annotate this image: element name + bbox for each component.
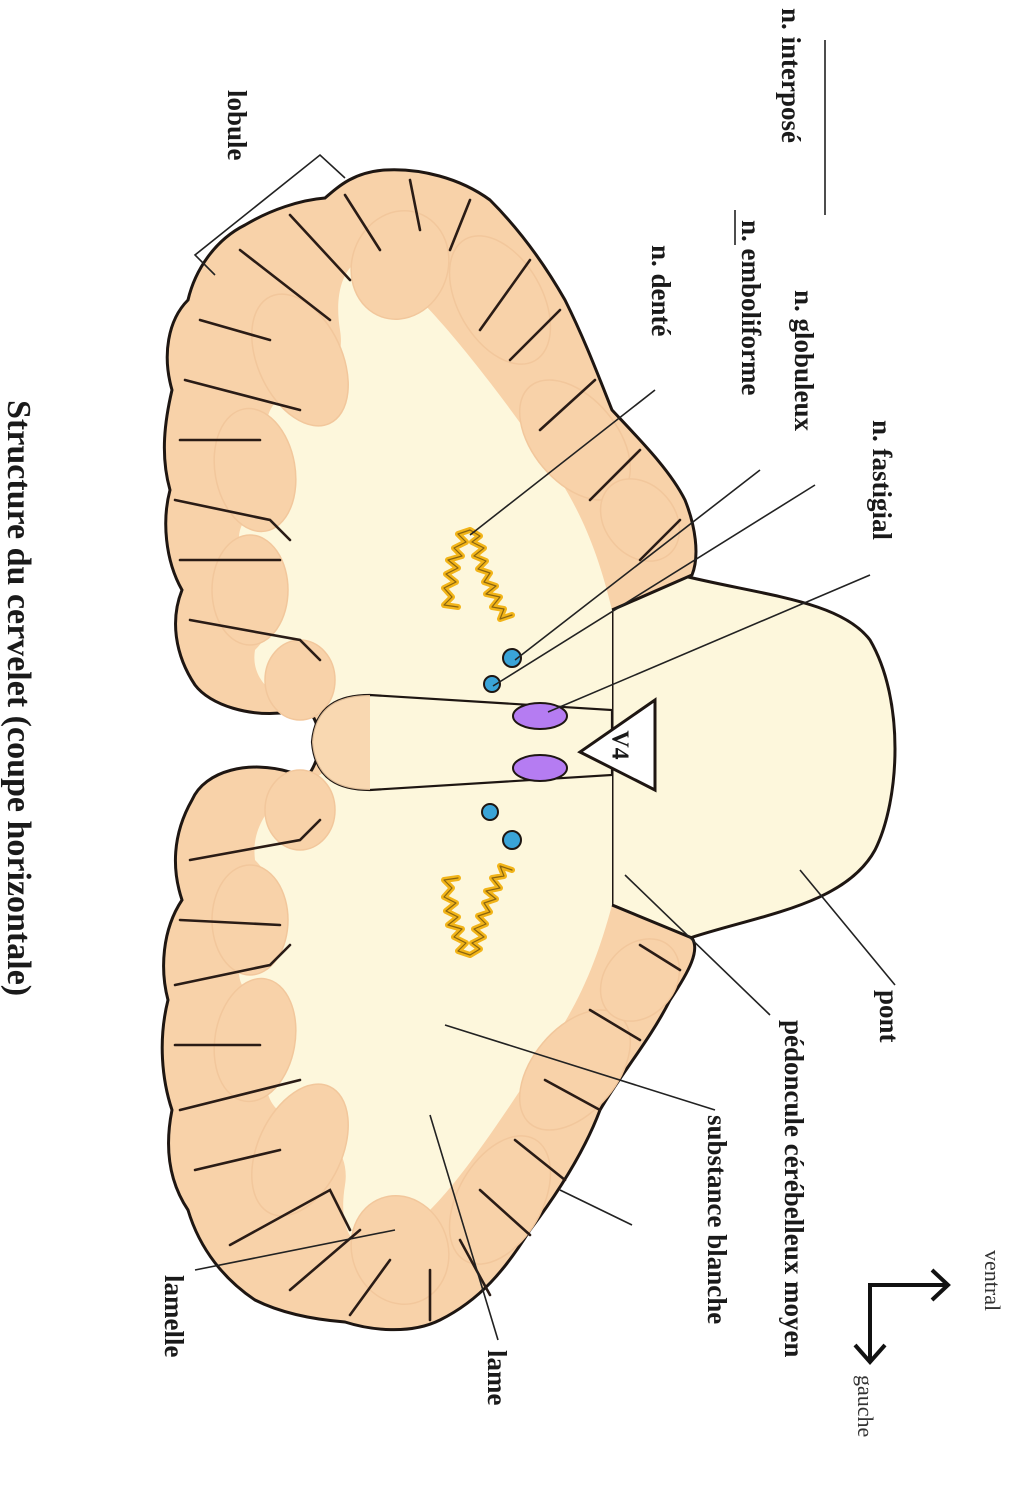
label-ventral: ventral bbox=[980, 1250, 1005, 1311]
label-n-globuleux: n. globuleux bbox=[789, 290, 819, 432]
label-lobule: lobule bbox=[222, 90, 252, 161]
v4-label: V4 bbox=[606, 730, 632, 759]
label-n-fastigial: n. fastigial bbox=[867, 420, 897, 541]
label-n-dente: n. denté bbox=[646, 245, 676, 337]
label-n-emboliforme: n. emboliforme bbox=[736, 220, 766, 395]
orientation-indicator: ventral gauche bbox=[853, 1250, 1005, 1437]
label-substance-blanche: substance blanche bbox=[702, 1115, 732, 1324]
diagram-title: Structure du cervelet (coupe horizontale… bbox=[0, 400, 37, 996]
label-lamelle: lamelle bbox=[159, 1275, 189, 1357]
label-pedoncule: pédoncule cérébelleux moyen bbox=[779, 1020, 809, 1357]
label-gauche: gauche bbox=[853, 1375, 878, 1437]
label-pont: pont bbox=[874, 990, 904, 1043]
label-n-interpose: n. interposé bbox=[776, 8, 806, 143]
label-lame: lame bbox=[482, 1350, 512, 1405]
